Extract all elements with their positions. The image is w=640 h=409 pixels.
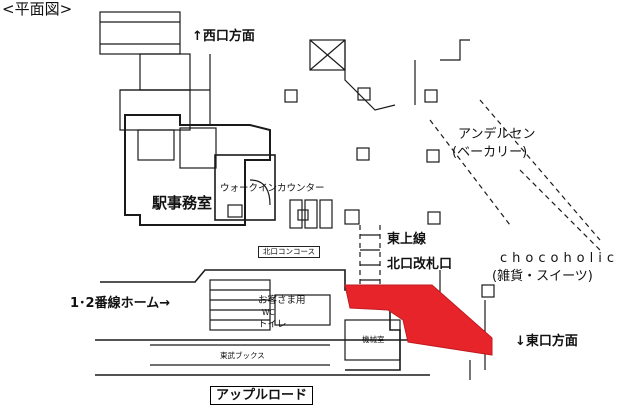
bakery-label-type: (ベーカリー) [452, 145, 528, 160]
toilet-label-line2: トイレ [258, 319, 287, 330]
chocoholic-label-name: chocoholic [500, 251, 620, 266]
tobu-books-label: 東武ブックス [220, 351, 265, 360]
office-room-small [137, 129, 175, 161]
apple-road-label: アップルロード [210, 386, 314, 405]
stair-block-top-mid [139, 53, 191, 91]
west-exit-label: ↑西口方面 [192, 29, 255, 44]
machine-room-label: 機械室 [362, 335, 385, 344]
east-exit-label: ↓東口方面 [515, 334, 578, 349]
north-concourse-label: 北口コンコース [258, 246, 321, 258]
north-gate-label: 北口改札口 [387, 257, 453, 272]
platform-label: 1･2番線ホーム→ [70, 296, 171, 311]
counter-block [214, 154, 276, 221]
station-office-walls [124, 114, 271, 226]
toilet-label-line1: お客さま用 [258, 295, 306, 306]
page-title: <平面図> [2, 0, 73, 18]
chocoholic-shop-highlight [344, 284, 493, 356]
office-room-mid [179, 127, 217, 169]
walkin-counter-label: ウォークインカウンター [220, 183, 325, 194]
chocoholic-label-type: (雑貨・スイーツ) [492, 269, 593, 284]
wc-label: WC [262, 308, 275, 317]
stair-block-top-left [99, 11, 181, 55]
toilet-block [209, 279, 271, 331]
station-office-label: 駅事務室 [152, 194, 213, 212]
tojo-line-label: 東上線 [387, 232, 427, 247]
bakery-label-name: アンデルセン [458, 127, 536, 142]
